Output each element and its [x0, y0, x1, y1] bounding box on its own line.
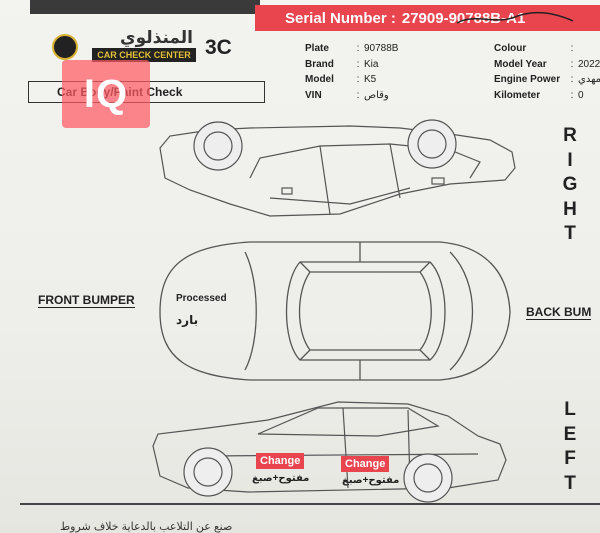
- grade-label: 3C: [205, 36, 232, 59]
- serial-value: 27909-90788B-A1: [401, 9, 526, 27]
- info-row-brand: Brand:Kia: [305, 58, 379, 70]
- info-row-engine-power: Engine Power:مهدي: [494, 74, 600, 85]
- info-row-model-year: Model Year:2022: [494, 58, 600, 70]
- header-dark-bar: [30, 0, 260, 14]
- change-note-rear-door-arabic: مفتوح+صبغ: [342, 475, 400, 486]
- change-badge-rear-door: Change: [341, 456, 390, 472]
- car-right-side-view: [159, 119, 516, 217]
- car-left-side-view: [152, 401, 507, 503]
- info-row-colour: Colour:: [494, 43, 574, 54]
- watermark-logo: IQ: [62, 60, 150, 128]
- vehicle-info-left: Plate:90788B Brand:Kia Model:K5 VIN:وقاص: [305, 41, 398, 103]
- change-note-front-door-arabic: مفتوح+صبغ: [252, 473, 310, 484]
- footer-divider: [20, 503, 600, 505]
- footer-text: صنع عن التلاعب بالدعاية خلاف شروط: [60, 521, 233, 533]
- serial-number-bar: Serial Number : 27909-90788B-A1: [255, 5, 600, 31]
- serial-label: Serial Number :: [285, 9, 396, 27]
- info-row-model: Model:K5: [305, 74, 377, 85]
- change-badge-front-door: Change: [256, 453, 305, 469]
- processed-note-arabic: بارد: [176, 313, 199, 327]
- info-row-plate: Plate:90788B: [305, 43, 399, 54]
- back-bumper-label: BACK BUM: [526, 305, 592, 320]
- vehicle-info-right: Colour: Model Year:2022 Engine Power:مهد…: [494, 41, 600, 103]
- company-logo-icon: [52, 34, 78, 60]
- logo-arabic-name: المنذلوي: [120, 28, 193, 47]
- info-row-kilometer: Kilometer:0: [494, 89, 584, 101]
- car-top-view: [159, 241, 511, 381]
- logo-english-name: CAR CHECK CENTER: [92, 48, 196, 62]
- processed-note: Processed: [176, 293, 227, 304]
- pen-scribble-icon: [456, 11, 574, 24]
- front-bumper-label: FRONT BUMPER: [38, 293, 135, 308]
- info-row-vin: VIN:وقاص: [305, 89, 389, 101]
